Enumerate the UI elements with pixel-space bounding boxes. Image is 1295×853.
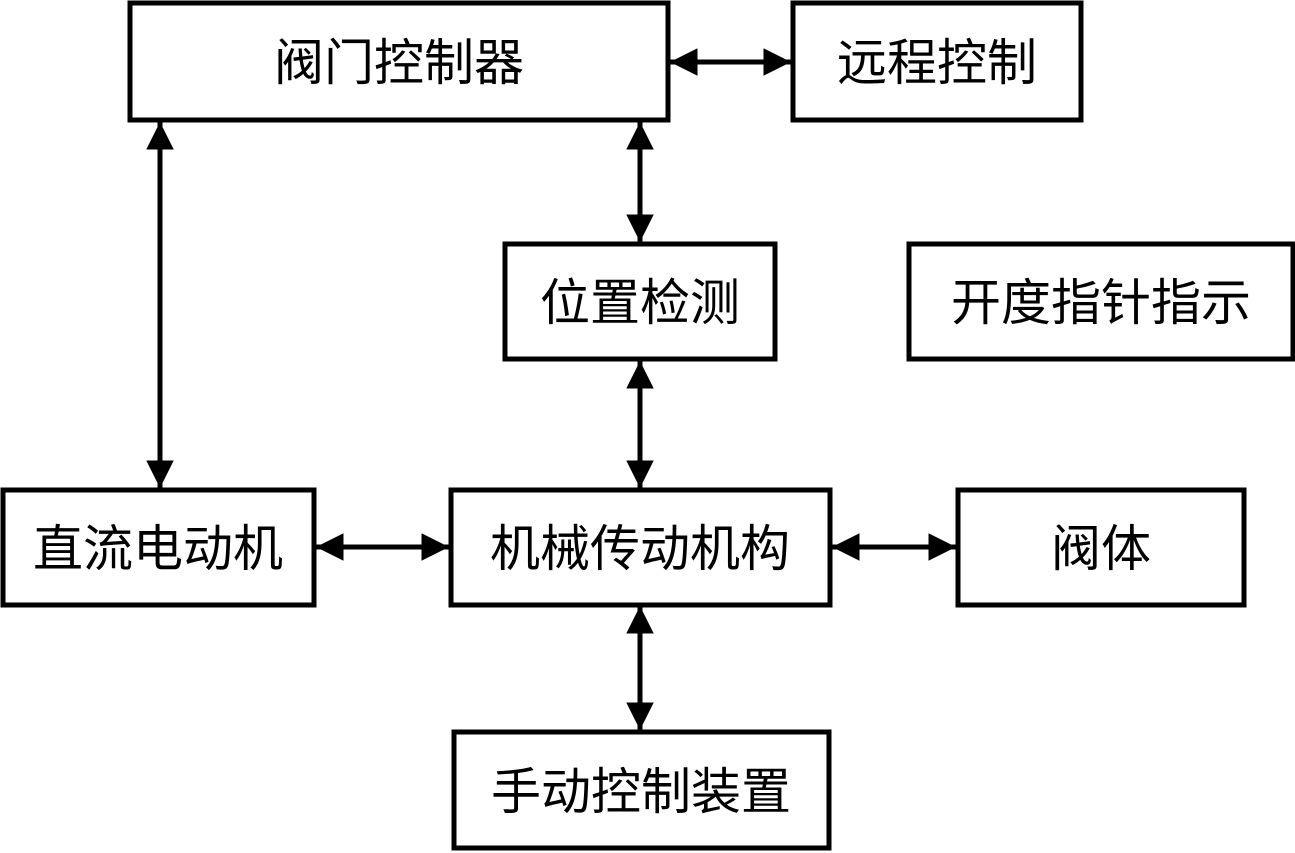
block-remote-control: 远程控制 [790, 0, 1084, 123]
block-valve-controller-label: 阀门控制器 [274, 34, 524, 92]
block-dc-motor: 直流电动机 [0, 487, 317, 608]
block-remote-control-label: 远程控制 [837, 34, 1037, 92]
block-dc-motor-label: 直流电动机 [33, 520, 283, 578]
connectors [146, 48, 956, 730]
block-valve-body: 阀体 [955, 487, 1247, 608]
block-valve-body-label: 阀体 [1051, 520, 1151, 578]
block-manual-control: 手动控制装置 [451, 729, 832, 851]
block-opening-pointer: 开度指针指示 [906, 241, 1295, 362]
block-manual-control-label: 手动控制装置 [491, 763, 791, 821]
block-position-detection: 位置检测 [502, 241, 778, 362]
block-mechanical-transmission-label: 机械传动机构 [490, 520, 790, 578]
block-mechanical-transmission: 机械传动机构 [448, 487, 833, 608]
block-opening-pointer-label: 开度指针指示 [951, 274, 1251, 332]
block-position-detection-label: 位置检测 [540, 274, 740, 332]
block-valve-controller: 阀门控制器 [127, 0, 671, 123]
